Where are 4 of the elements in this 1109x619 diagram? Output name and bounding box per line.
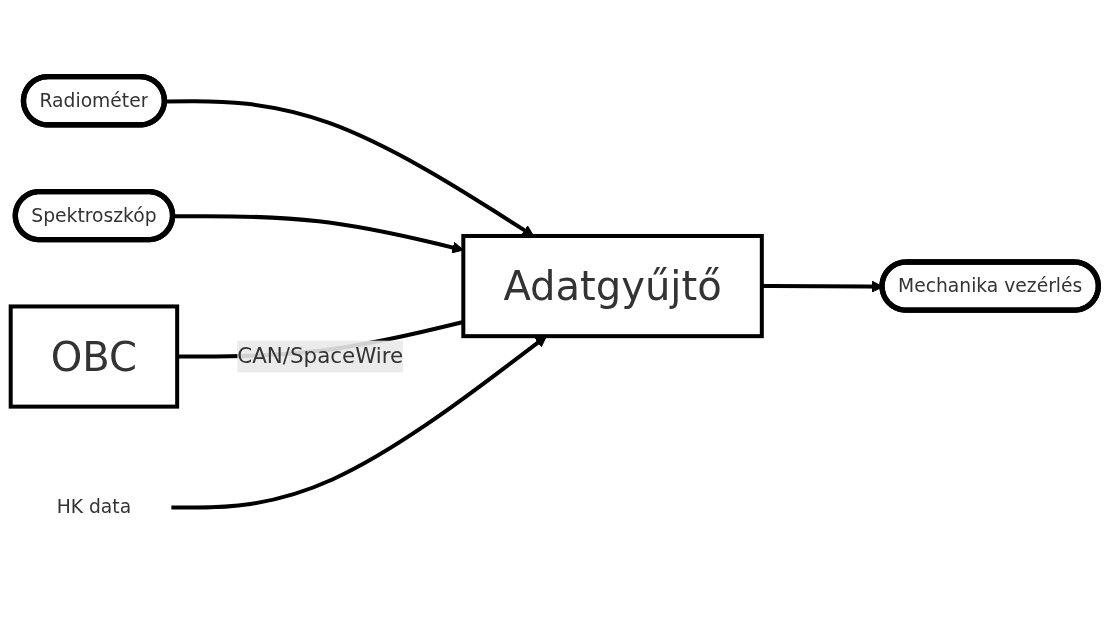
node-text: HK data <box>56 496 132 518</box>
edge-label: CAN/SpaceWire <box>237 343 404 369</box>
node-box: Adatgyűjtő <box>461 234 764 339</box>
node-box: OBC <box>8 304 180 409</box>
